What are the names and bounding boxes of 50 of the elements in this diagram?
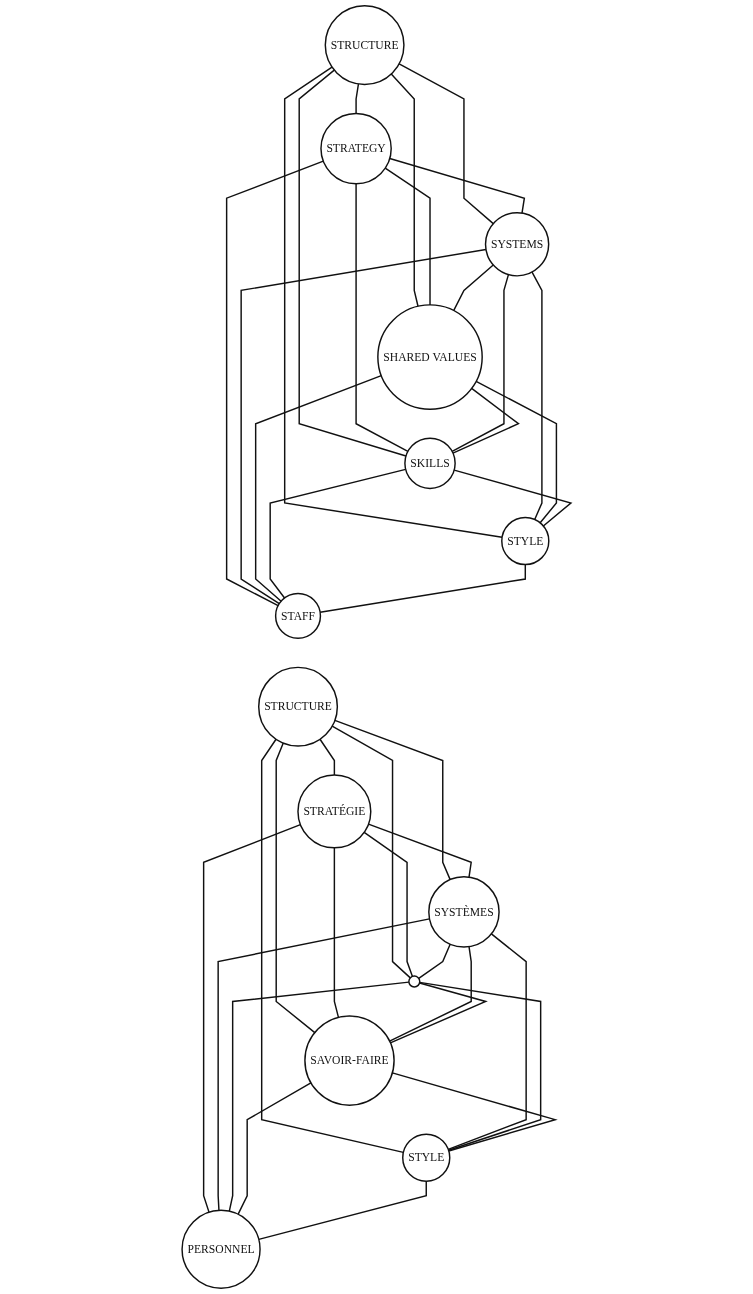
connector — [391, 1072, 558, 1152]
node-circle: SYSTEMS — [484, 211, 550, 277]
connector — [319, 738, 336, 776]
connector — [319, 563, 526, 614]
connector — [240, 248, 487, 605]
connector — [254, 374, 383, 602]
connector — [453, 469, 573, 527]
connector — [384, 167, 431, 306]
node-circle: STRUCTURE — [258, 666, 339, 747]
connector — [475, 380, 558, 524]
connector — [452, 264, 494, 312]
connector — [225, 160, 325, 607]
connector — [202, 823, 302, 1213]
node-circle: STYLE — [501, 516, 550, 566]
node-circle: SHARED VALUES — [377, 304, 483, 410]
connector — [355, 83, 360, 115]
connector — [283, 66, 503, 539]
node-circle: STRATÉGIE — [297, 774, 372, 849]
connector — [228, 981, 410, 1212]
node-circle — [408, 975, 421, 988]
node-circle: PERSONNEL — [181, 1209, 261, 1289]
connector — [258, 1180, 427, 1241]
connector — [398, 63, 494, 225]
node-circle: SYSTÈMES — [428, 876, 500, 948]
connector — [451, 273, 510, 453]
connector — [333, 847, 340, 1019]
node-circle: STRATEGY — [320, 112, 392, 185]
connector — [363, 831, 414, 978]
node-circle: SKILLS — [404, 437, 456, 490]
node-circle: STRUCTURE — [324, 5, 405, 86]
connector — [418, 943, 451, 980]
node-circle: STYLE — [402, 1133, 451, 1182]
connector — [334, 719, 451, 881]
connector — [389, 157, 526, 214]
connector — [452, 387, 520, 454]
node-circle: STAFF — [274, 592, 322, 640]
connector — [298, 69, 407, 457]
connector — [447, 933, 527, 1151]
connector — [331, 725, 412, 979]
node-circle: SAVOIR-FAIRE — [304, 1015, 395, 1106]
connector — [367, 823, 472, 878]
connector — [418, 981, 542, 1151]
connector — [355, 182, 409, 453]
connector — [269, 468, 407, 599]
connector — [531, 271, 543, 521]
connector — [388, 945, 472, 1042]
connector — [237, 1082, 312, 1215]
connector — [390, 73, 419, 307]
connector — [389, 982, 488, 1044]
connector — [275, 742, 316, 1034]
